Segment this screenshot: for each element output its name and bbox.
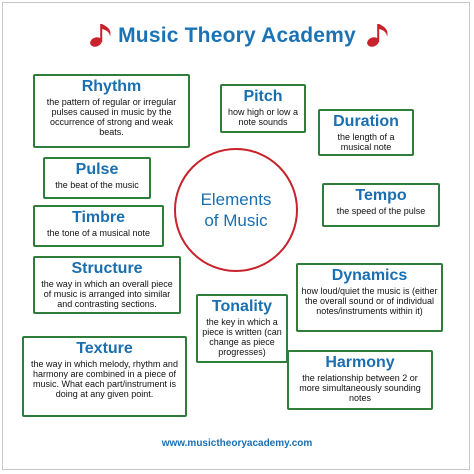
card-title: Tonality (211, 298, 273, 315)
card-title: Pulse (75, 161, 119, 178)
element-card-structure: Structure the way in which an overall pi… (33, 256, 181, 314)
element-card-duration: Duration the length of a musical note (318, 109, 414, 156)
card-title: Dynamics (331, 267, 408, 284)
element-card-texture: Texture the way in which melody, rhythm … (22, 336, 187, 417)
page-title: Music Theory Academy (118, 24, 356, 47)
card-title: Harmony (325, 354, 395, 371)
element-card-dynamics: Dynamics how loud/quiet the music is (ei… (296, 263, 443, 332)
card-description: the key in which a piece is written (can… (202, 317, 282, 357)
card-description: the speed of the pulse (336, 206, 426, 216)
element-card-rhythm: Rhythm the pattern of regular or irregul… (33, 74, 190, 148)
card-description: how high or low a note sounds (227, 107, 299, 127)
card-description: the length of a musical note (337, 132, 395, 152)
music-note-icon (90, 24, 111, 47)
center-label-line1: Elements (200, 190, 272, 209)
card-title: Texture (76, 340, 133, 357)
card-title: Rhythm (81, 78, 142, 95)
card-title: Pitch (243, 88, 283, 105)
element-card-tonality: Tonality the key in which a piece is wri… (196, 294, 288, 363)
card-title: Structure (71, 260, 143, 277)
card-description: the way in which an overall piece of mus… (41, 279, 173, 309)
card-description: the tone of a musical note (46, 228, 151, 238)
card-description: the relationship between 2 or more simul… (299, 373, 421, 403)
center-circle: Elements of Music (174, 148, 298, 272)
element-card-tempo: Tempo the speed of the pulse (322, 183, 440, 227)
card-description: the pattern of regular or irregular puls… (46, 97, 177, 137)
element-card-harmony: Harmony the relationship between 2 or mo… (287, 350, 433, 410)
music-note-icon (367, 24, 388, 47)
element-card-pulse: Pulse the beat of the music (43, 157, 151, 199)
card-title: Tempo (355, 187, 407, 204)
element-card-pitch: Pitch how high or low a note sounds (220, 84, 306, 133)
card-description: how loud/quiet the music is (either the … (301, 286, 438, 316)
card-title: Timbre (71, 209, 126, 226)
element-card-timbre: Timbre the tone of a musical note (33, 205, 164, 247)
diagram-frame (2, 2, 470, 470)
card-title: Duration (333, 113, 399, 130)
card-description: the way in which melody, rhythm and harm… (31, 359, 178, 399)
center-label-line2: of Music (204, 211, 268, 230)
footer-url: www.musictheoryacademy.com (161, 438, 313, 449)
card-description: the beat of the music (55, 180, 139, 190)
